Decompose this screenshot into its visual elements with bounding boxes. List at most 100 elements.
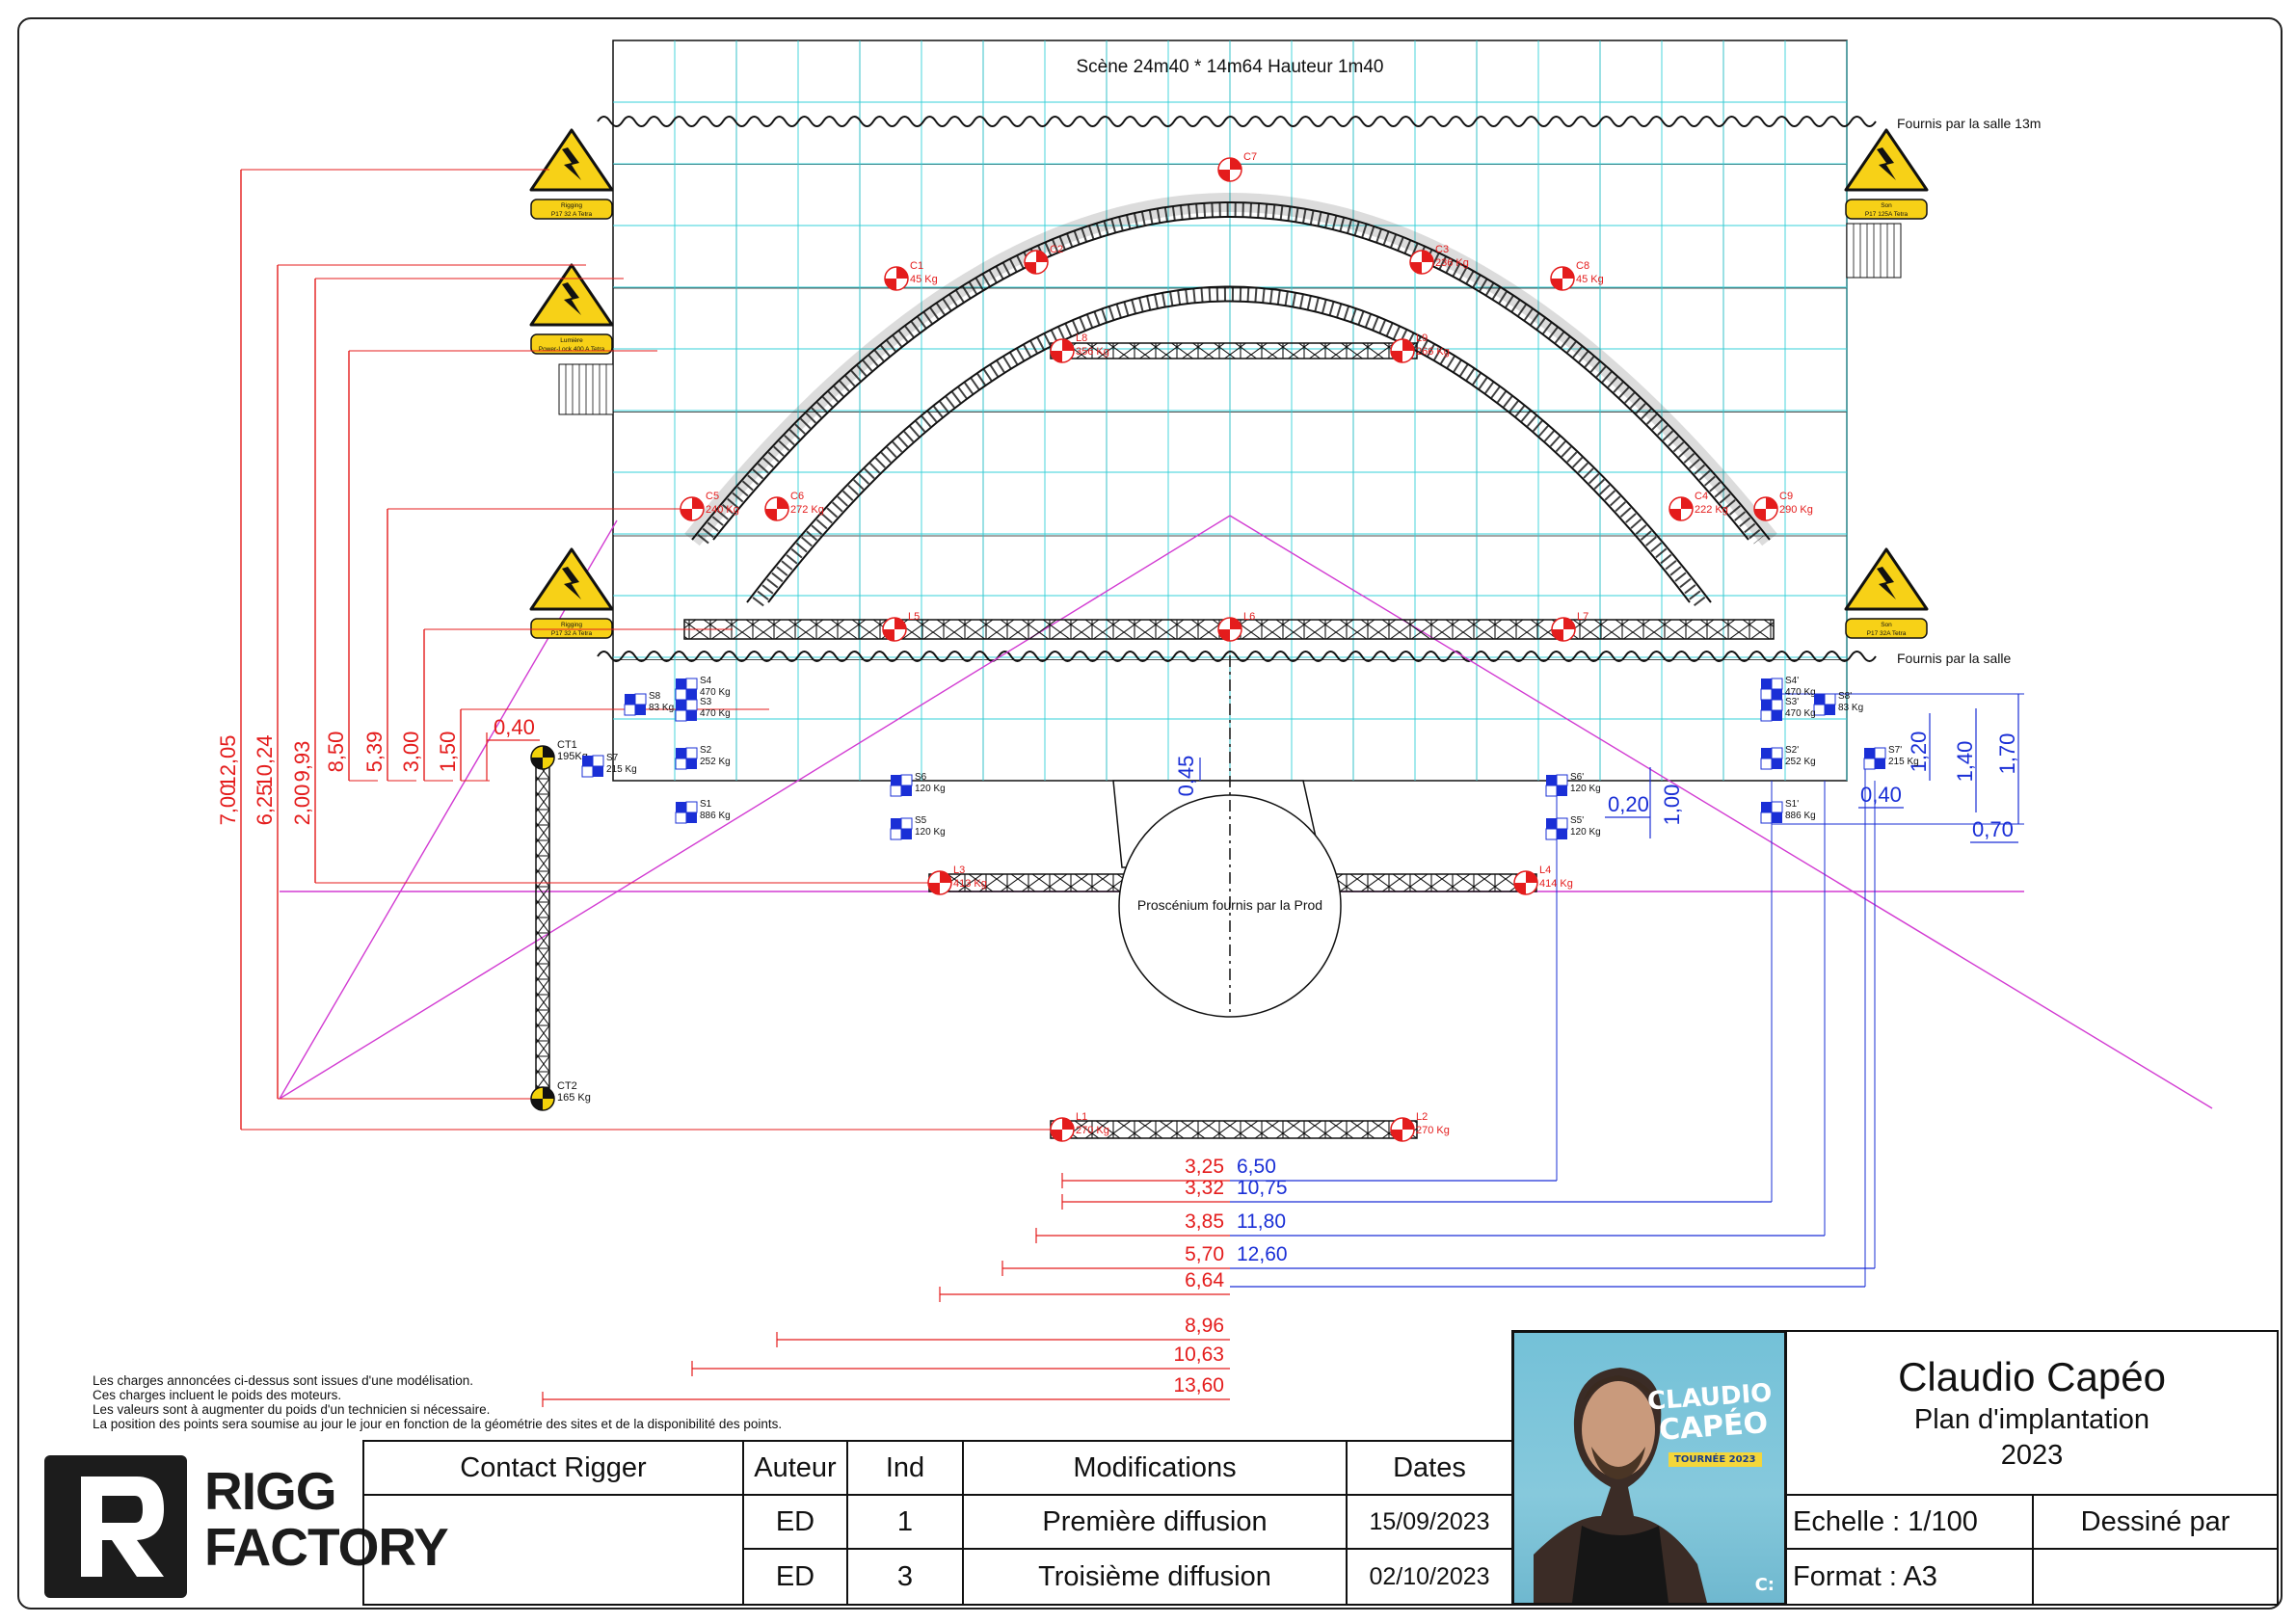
motor-load-C4: 222 Kg [1695,504,1728,516]
blue-dimension: 1,00 [1660,785,1684,826]
motor-C2 [1024,250,1049,275]
motor-load-L3: 413 Kg [953,878,987,890]
sling-point-S8' [1813,693,1836,716]
horizontal-dimension-red: 6,64 [1185,1269,1224,1291]
logo-line-2: FACTORY [204,1517,449,1577]
horizontal-dimension-blue: 10,75 [1237,1177,1288,1199]
motor-C5 [680,496,705,521]
curtain-bottom-label: Fournis par la salle [1897,651,2011,666]
drawn-by-value [2032,1548,2279,1606]
motor-L7 [1551,617,1576,642]
sling-point-S5 [890,817,913,840]
motor-id-L1: L1 [1076,1111,1087,1123]
title-main-box: Claudio Capéo Plan d'implantation 2023 [1785,1330,2279,1496]
vertical-dimension: 3,00 [399,732,423,773]
poster-corner-logo: C: [1754,1575,1775,1595]
sling-load: 83 Kg [649,703,674,713]
motor-L6 [1217,617,1242,642]
sling-id: S8' [1838,691,1852,702]
curtain-top [597,116,1877,127]
vertical-dimension: 1,50 [436,732,460,773]
motor-id-CT1: CT1 [557,739,577,751]
motor-load-L2: 270 Kg [1416,1125,1450,1136]
motor-id-L5: L5 [908,611,920,623]
blue-dimension: 0,40 [1860,783,1902,807]
contact-rigger-value [362,1494,744,1606]
sling-point-S3' [1760,699,1783,722]
motor-id-L2: L2 [1416,1111,1428,1123]
sling-id: S3 [700,697,712,707]
power-box-label: Rigging [561,622,582,628]
motor-C9 [1753,496,1778,521]
row1-author: ED [742,1494,848,1550]
motor-load-C5: 240 Kg [706,504,739,516]
vertical-dimension: 10,24 [253,734,277,787]
horizontal-dimension-red: 8,96 [1185,1315,1224,1337]
sling-id: S1 [700,799,712,810]
sling-load: 215 Kg [606,764,637,775]
rigg-factory-logo: RIGG FACTORY [37,1446,449,1605]
drawn-by-cell: Dessiné par [2032,1494,2279,1550]
note-line: Les charges annoncées ci-dessus sont iss… [93,1373,474,1388]
motor-L5 [882,617,907,642]
row2-author: ED [742,1548,848,1606]
contact-rigger-header: Contact Rigger [362,1440,744,1496]
motor-load-C1: 45 Kg [910,274,938,285]
sling-point-S2' [1760,747,1783,770]
sling-load: 470 Kg [1785,708,1816,719]
sling-point-S1' [1760,801,1783,824]
vertical-dimension: 5,39 [362,732,387,773]
scale-cell: Echelle : 1/100 [1785,1494,2034,1550]
motor-load-C9: 290 Kg [1779,504,1813,516]
sling-load: 470 Kg [700,687,731,698]
motor-id-L6: L6 [1243,611,1255,623]
sling-load: 120 Kg [915,784,946,794]
sling-id: S5 [915,815,927,826]
sling-id: S1' [1785,799,1799,810]
row2-modification: Troisième diffusion [962,1548,1348,1606]
motor-load-L9: 266 Kg [1416,346,1450,358]
sling-id: S3' [1785,697,1799,707]
power-box-spec: P17 125A Tetra [1865,211,1909,218]
motor-C8 [1550,266,1575,291]
sling-point-S6' [1545,774,1568,797]
sling-point-S7' [1863,747,1886,770]
ind-header: Ind [846,1440,964,1496]
sling-id: S2 [700,745,712,756]
vertical-dimension: 6,25 [253,785,277,826]
sling-point-S5' [1545,817,1568,840]
blue-dimension: 0,20 [1608,792,1649,816]
sling-point-S4' [1760,678,1783,701]
artist-name: Claudio Capéo [1898,1354,2166,1399]
curtain-bottom [597,651,1877,662]
document-year: 2023 [2000,1440,2064,1471]
motor-id-C1: C1 [910,260,923,272]
motor-C4 [1669,496,1694,521]
horizontal-dimension-red: 13,60 [1173,1374,1224,1397]
sling-load: 120 Kg [1570,827,1601,838]
motor-load-C6: 272 Kg [790,504,824,516]
motor-L8 [1050,338,1075,363]
proscenium [1112,655,1342,1018]
document-title: Plan d'implantation [1913,1404,2150,1435]
row2-ind: 3 [846,1548,964,1606]
curtain-top-label: Fournis par la salle 13m [1897,116,2041,131]
motor-id-C8: C8 [1576,260,1589,272]
horizontal-dimension-blue: 11,80 [1237,1211,1286,1233]
sling-id: S8 [649,691,661,702]
motor-L4 [1513,870,1538,895]
sling-point-S2 [675,747,698,770]
poster-badge: TOURNÉE 2023 [1669,1452,1762,1467]
note-line: Ces charges incluent le poids des moteur… [93,1388,342,1402]
power-box-spec: Power-Lock 400 A Tetra [539,346,605,353]
author-header: Auteur [742,1440,848,1496]
motor-L1 [1050,1117,1075,1142]
vertical-dimension: 9,93 [290,741,314,783]
proscenium-label: Proscénium fournis par la Prod [1137,897,1322,913]
motor-id-L3: L3 [953,865,965,876]
blue-dimension: 1,70 [1995,733,2019,775]
power-box-label: Lumière [560,337,583,344]
motor-id-C3: C3 [1435,244,1449,255]
